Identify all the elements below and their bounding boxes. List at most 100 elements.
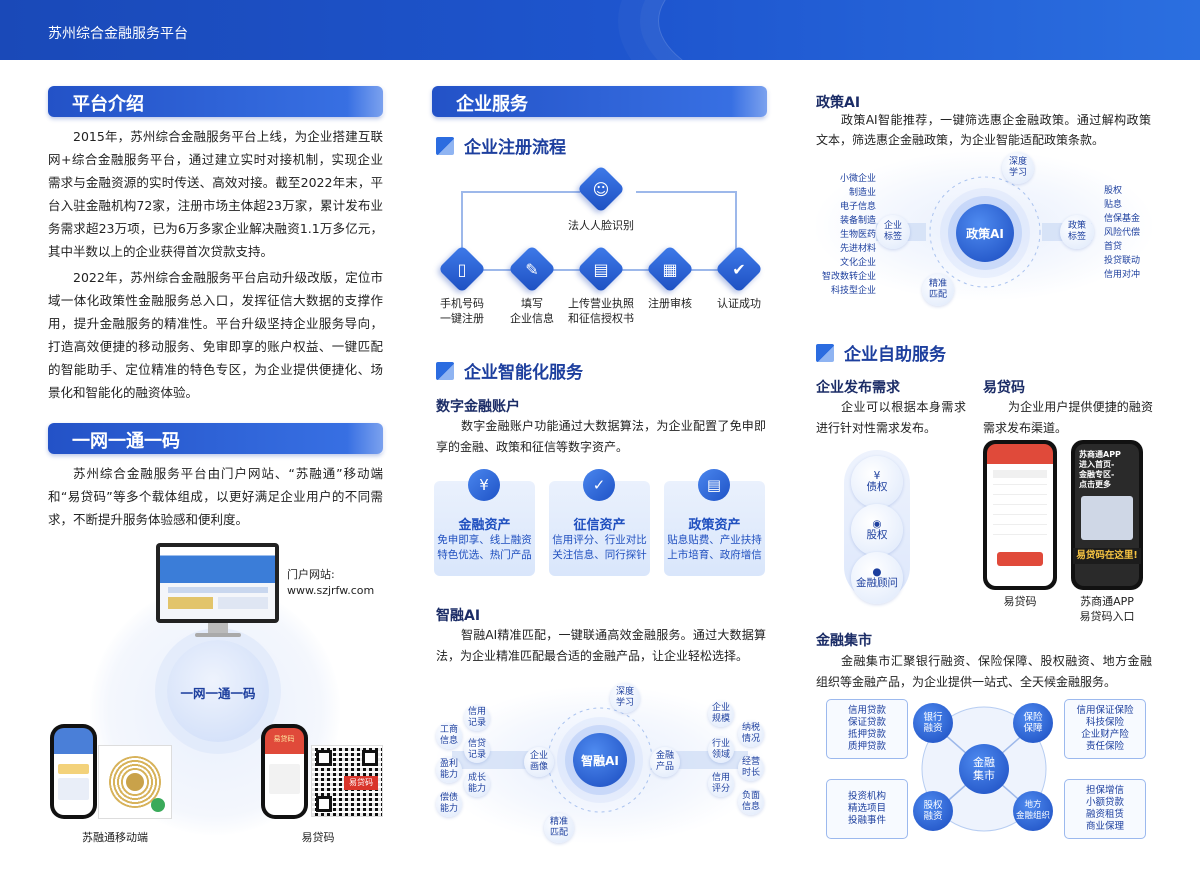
demand-label: 股权: [866, 529, 888, 541]
phone-badge: 易贷码: [273, 735, 295, 743]
list-item: 信用对冲: [1104, 270, 1141, 280]
box-equity: 投资机构 精选项目 投融事件: [826, 779, 908, 839]
reg-flow-title-text: 企业注册流程: [464, 138, 566, 158]
zhirong-diagram: 智融AI 企业 画像 金融 产品 深度 学习 精准 匹配 信用 记录 工商 信息…: [432, 683, 768, 845]
zr-r-bubble: 企业 规模: [708, 701, 734, 727]
pc-left: 企业 标签: [876, 215, 910, 249]
demand-label: 债权: [866, 481, 888, 493]
step-face-recognition: ☺: [576, 164, 626, 214]
step-2-label: 填写 企业信息: [510, 297, 554, 325]
policy-ai-title: 政策AI: [816, 95, 861, 111]
finance-market-paragraph: 金融集市汇聚银行融资、保险保障、股权融资、地方金融组织等金融产品，为企业提供一站…: [816, 654, 1152, 689]
card-title: 征信资产: [573, 518, 626, 533]
card-desc: 信用评分、行业对比 关注信息、同行探针: [552, 534, 647, 561]
list-item: 风险代偿: [1104, 228, 1141, 238]
pc-top: 深度 学习: [1002, 152, 1034, 184]
digital-account-title: 数字金融账户: [436, 399, 520, 415]
policy-ai-paragraph: 政策AI智能推荐，一键筛选惠企金融政策。通过解构政策文本，筛选惠企金融政策，为企…: [816, 113, 1151, 147]
portal-label: 门户网站:: [287, 568, 335, 581]
pc-right: 政策 标签: [1060, 215, 1094, 249]
mobile-label: 苏融通移动端: [82, 831, 148, 844]
zr-r-bubble: 信用 评分: [708, 771, 734, 797]
list-item: 信保基金: [1104, 214, 1141, 224]
face-scan-icon: ☺: [592, 179, 610, 199]
zhirong-core: 智融AI: [573, 733, 627, 787]
phone2-banner: 易贷码在这里!: [1073, 548, 1141, 564]
zr-top: 深度 学习: [610, 683, 640, 713]
coin-icon: ¥: [873, 470, 881, 482]
zr-l-bubble: 盈利 能力: [436, 757, 462, 783]
demand-label: 金融顾问: [856, 577, 898, 589]
demand-debt[interactable]: ¥债权: [851, 456, 903, 508]
monitor-stand: [208, 623, 228, 633]
yiwang-paragraph: 苏州综合金融服务平台由门户网站、“苏融通”移动端和“易贷码”等多个载体组成，以更…: [48, 466, 383, 527]
zr-l-bubble: 信用 记录: [464, 705, 490, 731]
reg-flow-title: 企业注册流程: [436, 133, 566, 158]
node-local: 地方 金融组织: [1013, 791, 1053, 831]
box-local: 担保增信 小额贷款 融资租赁 商业保理: [1064, 779, 1146, 839]
sushangtong-phone: 苏商通APP 进入首页- 金融专区- 点击更多 易贷码在这里!: [1071, 440, 1143, 590]
step-4: ▦: [645, 244, 695, 294]
step-3: ▤: [576, 244, 626, 294]
portal-url[interactable]: www.szjrfw.com: [287, 584, 375, 597]
zr-l-bubble: 工商 信息: [436, 723, 462, 749]
document-icon: ▤: [698, 469, 730, 501]
zr-r-bubble: 纳税 情况: [738, 721, 764, 747]
zr-l-bubble: 偿债 能力: [436, 791, 462, 817]
node-insurance: 保险 保障: [1013, 703, 1053, 743]
zr-r-bubble: 行业 领域: [708, 737, 734, 763]
section-enterprise-service: 企业服务: [432, 86, 769, 117]
phone2-label: 苏商通APP 易贷码入口: [1079, 595, 1135, 623]
self-service-title: 企业自助服务: [816, 340, 946, 365]
step-1-label: 手机号码 一键注册: [440, 297, 484, 325]
step-2: ✎: [507, 244, 557, 294]
document-icon: ▦: [662, 259, 678, 279]
square-bullet-icon: [436, 361, 454, 380]
money-bag-icon: ¥: [468, 469, 500, 501]
box-insurance: 信用保证保险 科技保险 企业财产险 责任保险: [1064, 699, 1146, 759]
person-icon: ●: [872, 566, 882, 578]
section-yiwang: 一网一通一码: [48, 423, 385, 454]
surongtong-qr: [98, 745, 172, 819]
self-service-title-text: 企业自助服务: [844, 345, 946, 365]
ydm-paragraph: 为企业用户提供便捷的融资需求发布渠道。: [983, 400, 1153, 435]
card-title: 金融资产: [458, 518, 511, 533]
policy-core: 政策AI: [956, 204, 1014, 262]
list-item: 首贷: [1104, 242, 1123, 252]
zhirong-title: 智融AI: [436, 608, 481, 624]
zhirong-paragraph: 智融AI精准匹配，一键联通高效金融服务。通过大数据算法，为企业精准匹配最合适的金…: [436, 628, 766, 663]
header-title: 苏州综合金融服务平台: [48, 26, 188, 42]
phone1-label: 易贷码: [1003, 595, 1037, 608]
check-icon: ✔: [732, 259, 746, 279]
smart-service-title: 企业智能化服务: [436, 358, 583, 383]
zr-r-bubble: 经营 时长: [738, 755, 764, 781]
center-circle: [167, 640, 269, 742]
node-equity: 股权 融资: [913, 791, 953, 831]
list-item: 智改数转企业: [822, 272, 877, 282]
zr-r-bubble: 负面 信息: [738, 789, 764, 815]
zr-left: 企业 画像: [524, 747, 554, 777]
pc-bottom: 精准 匹配: [922, 274, 954, 306]
license-icon: ▤: [593, 259, 609, 279]
list-item: 文化企业: [839, 258, 876, 268]
step-5: ✔: [714, 244, 764, 294]
ydm-title: 易贷码: [983, 380, 1025, 396]
ydm-phone: [983, 440, 1057, 590]
demand-advisor[interactable]: ●金融顾问: [851, 552, 903, 604]
center-label: 一网一通一码: [180, 686, 256, 701]
demand-equity[interactable]: ◉股权: [851, 504, 903, 556]
list-item: 贴息: [1104, 200, 1123, 210]
list-item: 先进材料: [839, 244, 876, 254]
smart-service-title-text: 企业智能化服务: [464, 363, 583, 383]
list-item: 科技型企业: [830, 286, 876, 296]
step-1: ▯: [437, 244, 487, 294]
policy-ai-diagram: 政策AI 企业 标签 政策 标签 深度 学习 精准 匹配 小微企业 制造业 电子…: [816, 152, 1152, 306]
reg-top-label: 法人人脸识别: [568, 219, 634, 232]
step-5-label: 认证成功: [717, 297, 761, 310]
card-desc: 免申即享、线上融资 特色优选、热门产品: [437, 534, 532, 561]
list-item: 小微企业: [839, 174, 876, 184]
policy-left-list: 小微企业 制造业 电子信息 装备制造 生物医药 先进材料 文化企业 智改数转企业…: [822, 172, 876, 298]
page-header: 苏州综合金融服务平台: [0, 0, 1200, 60]
phone2-text: 苏商通APP 进入首页- 金融专区- 点击更多: [1079, 450, 1121, 489]
card-desc: 贴息贴费、产业扶持 上市培育、政府增信: [667, 534, 762, 561]
